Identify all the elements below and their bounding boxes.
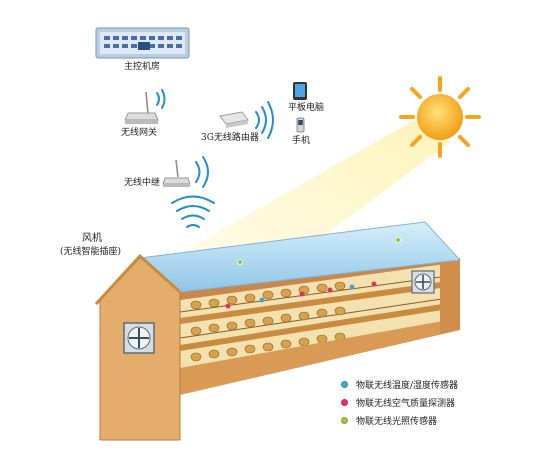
temp-sensor-marker <box>259 297 265 303</box>
sensor-legend: 物联无线温度/湿度传感器物联无线空气质量探测器物联无线光照传感器 <box>341 375 458 429</box>
air-sensor-marker <box>371 281 377 287</box>
sunlight-beam <box>190 118 450 280</box>
legend-label: 物联无线空气质量探测器 <box>356 398 456 409</box>
barn-front-wall <box>180 318 460 395</box>
router-label: 3G无线路由器 <box>201 133 259 143</box>
light-sensor-marker <box>395 237 401 243</box>
legend-label: 物联无线光照传感器 <box>356 416 438 427</box>
fan-icon <box>123 322 155 354</box>
tablet-icon <box>293 82 307 100</box>
legend-swatch <box>341 416 348 424</box>
gateway-label: 无线网关 <box>121 128 158 138</box>
air-sensor-marker <box>299 291 305 297</box>
legend-swatch <box>341 398 348 406</box>
legend-label: 物联无线温度/湿度传感器 <box>356 380 459 391</box>
sensor-markers <box>225 237 401 309</box>
temp-sensor-marker <box>349 284 355 290</box>
barn-far-end <box>440 258 460 334</box>
legend-item: 物联无线光照传感器 <box>341 411 458 429</box>
air-sensor-marker <box>327 287 333 293</box>
legend-swatch <box>341 380 348 388</box>
light-sensor-marker <box>237 259 243 265</box>
repeater-icon <box>162 159 191 187</box>
wifi-signal-icon <box>156 89 274 228</box>
fan-sublabel: (无线智能插座) <box>60 247 122 257</box>
phone-icon <box>296 117 305 133</box>
wireless-gateway-icon <box>124 91 159 124</box>
legend-item: 物联无线温度/湿度传感器 <box>341 375 458 393</box>
phone-label: 手机 <box>292 136 311 146</box>
air-sensor-marker <box>225 303 231 309</box>
legend-item: 物联无线空气质量探测器 <box>341 393 458 411</box>
tablet-label: 平板电脑 <box>288 103 325 113</box>
control-room-label: 主控机房 <box>124 62 161 72</box>
router-icon <box>219 111 249 128</box>
sun-icon <box>399 76 481 158</box>
fan-icon-far <box>411 270 435 294</box>
fan-label: 风机 <box>82 233 102 244</box>
repeater-label: 无线中继 <box>124 178 161 188</box>
server-icon <box>95 27 190 59</box>
